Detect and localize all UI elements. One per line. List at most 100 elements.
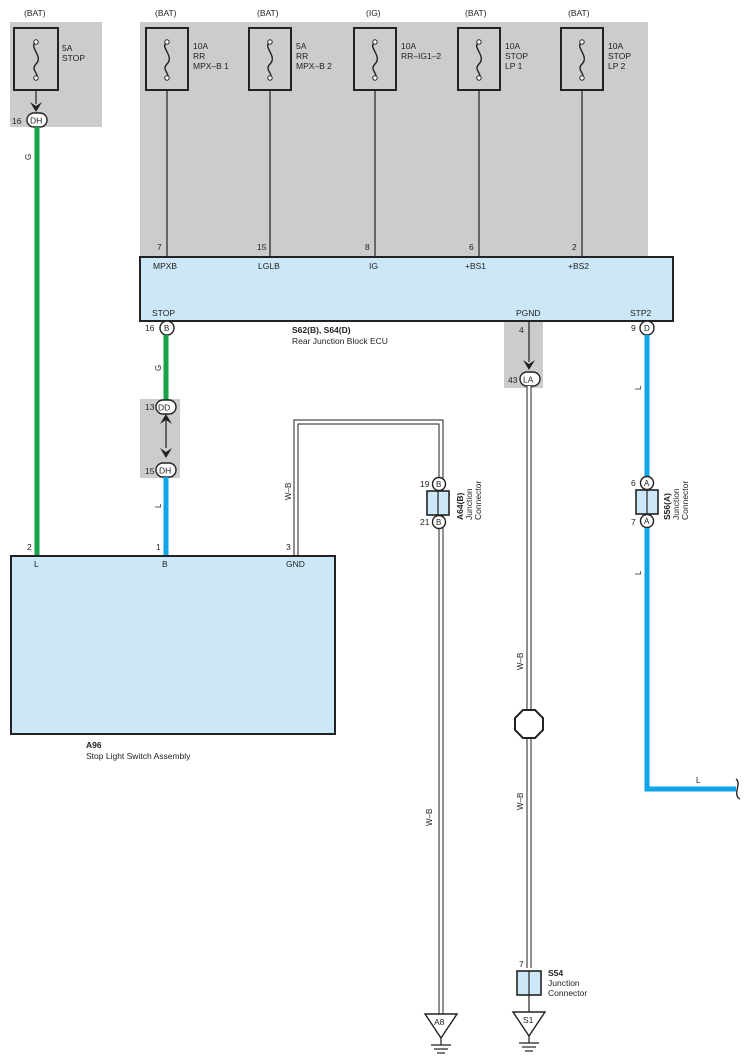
svg-text:B: B (436, 480, 441, 489)
ground-s1: S1 (511, 1011, 547, 1052)
fuse-amps: 5A (62, 43, 73, 53)
svg-text:6: 6 (469, 242, 474, 252)
svg-text:W–B: W–B (284, 483, 293, 500)
svg-text:RR: RR (296, 51, 308, 61)
svg-text:(BAT): (BAT) (155, 8, 177, 18)
svg-text:3: 3 (286, 542, 291, 552)
svg-text:7: 7 (157, 242, 162, 252)
svg-text:Junction: Junction (464, 488, 474, 520)
splice-point (514, 709, 544, 739)
svg-text:2: 2 (572, 242, 577, 252)
connector-a64: 19 B 21 B A64(B) Junction Connector (420, 476, 483, 530)
wire-wb-gnd-route (293, 419, 444, 1014)
svg-text:16: 16 (145, 323, 155, 333)
svg-text:G: G (154, 365, 163, 371)
svg-text:DH: DH (159, 466, 171, 476)
svg-text:DD: DD (158, 403, 170, 413)
svg-text:15: 15 (257, 242, 267, 252)
svg-text:W–B: W–B (516, 653, 525, 670)
connector-s54: 7 S54 Junction Connector (516, 959, 587, 998)
svg-text:2: 2 (27, 542, 32, 552)
svg-text:Junction: Junction (671, 488, 681, 520)
svg-text:21: 21 (420, 517, 430, 527)
svg-text:A: A (644, 479, 650, 488)
svg-text:MPX–B 1: MPX–B 1 (193, 61, 229, 71)
svg-text:(BAT): (BAT) (257, 8, 279, 18)
svg-text:+BS1: +BS1 (465, 261, 486, 271)
svg-text:Connector: Connector (473, 481, 483, 520)
svg-text:PGND: PGND (516, 308, 541, 318)
svg-text:L: L (696, 776, 701, 785)
svg-text:GND: GND (286, 559, 305, 569)
svg-text:L: L (34, 559, 39, 569)
svg-text:S54: S54 (548, 968, 563, 978)
svg-text:16: 16 (12, 116, 22, 126)
connector-ecu-b: 16 B (145, 320, 175, 336)
svg-text:W–B: W–B (425, 809, 434, 826)
svg-text:W–B: W–B (516, 793, 525, 810)
svg-text:S1: S1 (523, 1015, 534, 1025)
svg-text:LP 2: LP 2 (608, 61, 626, 71)
svg-text:Connector: Connector (680, 481, 690, 520)
connector-dh-mid: 15 DH (145, 462, 177, 478)
ground-a8: A8 (423, 1013, 459, 1054)
svg-text:L: L (154, 503, 163, 508)
svg-text:L: L (634, 570, 643, 575)
svg-text:D: D (644, 324, 650, 333)
switch-code: A96 (86, 740, 102, 750)
ecu-code: S62(B), S64(D) (292, 325, 351, 335)
svg-text:19: 19 (420, 479, 430, 489)
connector-dd: 13 DD (145, 399, 177, 415)
svg-text:+BS2: +BS2 (568, 261, 589, 271)
svg-text:A8: A8 (434, 1017, 445, 1027)
rear-junction-block-ecu (139, 256, 674, 322)
svg-text:MPX–B 2: MPX–B 2 (296, 61, 332, 71)
connector-s56: 6 A 7 A S56(A) Junction Connector (631, 475, 690, 529)
svg-text:LGLB: LGLB (258, 261, 280, 271)
svg-text:IG: IG (369, 261, 378, 271)
svg-text:7: 7 (519, 959, 524, 969)
svg-text:STP2: STP2 (630, 308, 652, 318)
svg-text:15: 15 (145, 466, 155, 476)
fuse-power-label: (BAT) (24, 8, 46, 18)
connector-ecu-d: 9 D (631, 320, 655, 336)
pgnd-pin-num: 4 (519, 325, 524, 335)
svg-text:10A: 10A (193, 41, 208, 51)
svg-text:LP 1: LP 1 (505, 61, 523, 71)
svg-text:10A: 10A (608, 41, 623, 51)
svg-text:6: 6 (631, 478, 636, 488)
switch-name: Stop Light Switch Assembly (86, 751, 191, 761)
switch-pins: 2 1 3 L B GND (27, 542, 305, 569)
fuse-name: STOP (62, 53, 85, 63)
ecu-bottom-pins: STOP PGND STP2 (152, 308, 652, 318)
connector-la: 43 LA (508, 371, 541, 387)
connector-dh-top: 16 DH (12, 112, 48, 128)
svg-text:(IG): (IG) (366, 8, 381, 18)
svg-text:MPXB: MPXB (153, 261, 177, 271)
svg-text:STOP: STOP (505, 51, 528, 61)
ecu-top-pins: 7 15 8 6 2 MPXB LGLB IG +BS1 +BS2 (153, 242, 589, 271)
svg-text:A: A (644, 517, 650, 526)
svg-text:STOP: STOP (608, 51, 631, 61)
svg-text:B: B (436, 518, 441, 527)
stop-light-switch-assembly (10, 555, 336, 735)
wire-label-g: G (24, 154, 33, 160)
svg-text:5A: 5A (296, 41, 307, 51)
svg-text:(BAT): (BAT) (465, 8, 487, 18)
shade-fuse-block (140, 22, 648, 258)
shade-fuse-stop (10, 22, 102, 127)
svg-text:B: B (164, 324, 169, 333)
svg-text:(BAT): (BAT) (568, 8, 590, 18)
ecu-name: Rear Junction Block ECU (292, 336, 388, 346)
svg-text:B: B (162, 559, 168, 569)
svg-text:L: L (634, 385, 643, 390)
svg-text:Junction: Junction (548, 978, 580, 988)
svg-text:7: 7 (631, 517, 636, 527)
svg-text:10A: 10A (401, 41, 416, 51)
svg-text:RR–IG1–2: RR–IG1–2 (401, 51, 441, 61)
fuse-5a-rr-mpx-b2: (BAT) 5A RR MPX–B 2 (248, 8, 332, 91)
wire-blue-to-edge (644, 528, 736, 792)
fuse-to-ecu-wires (166, 90, 583, 257)
svg-text:A64(B): A64(B) (455, 492, 465, 520)
